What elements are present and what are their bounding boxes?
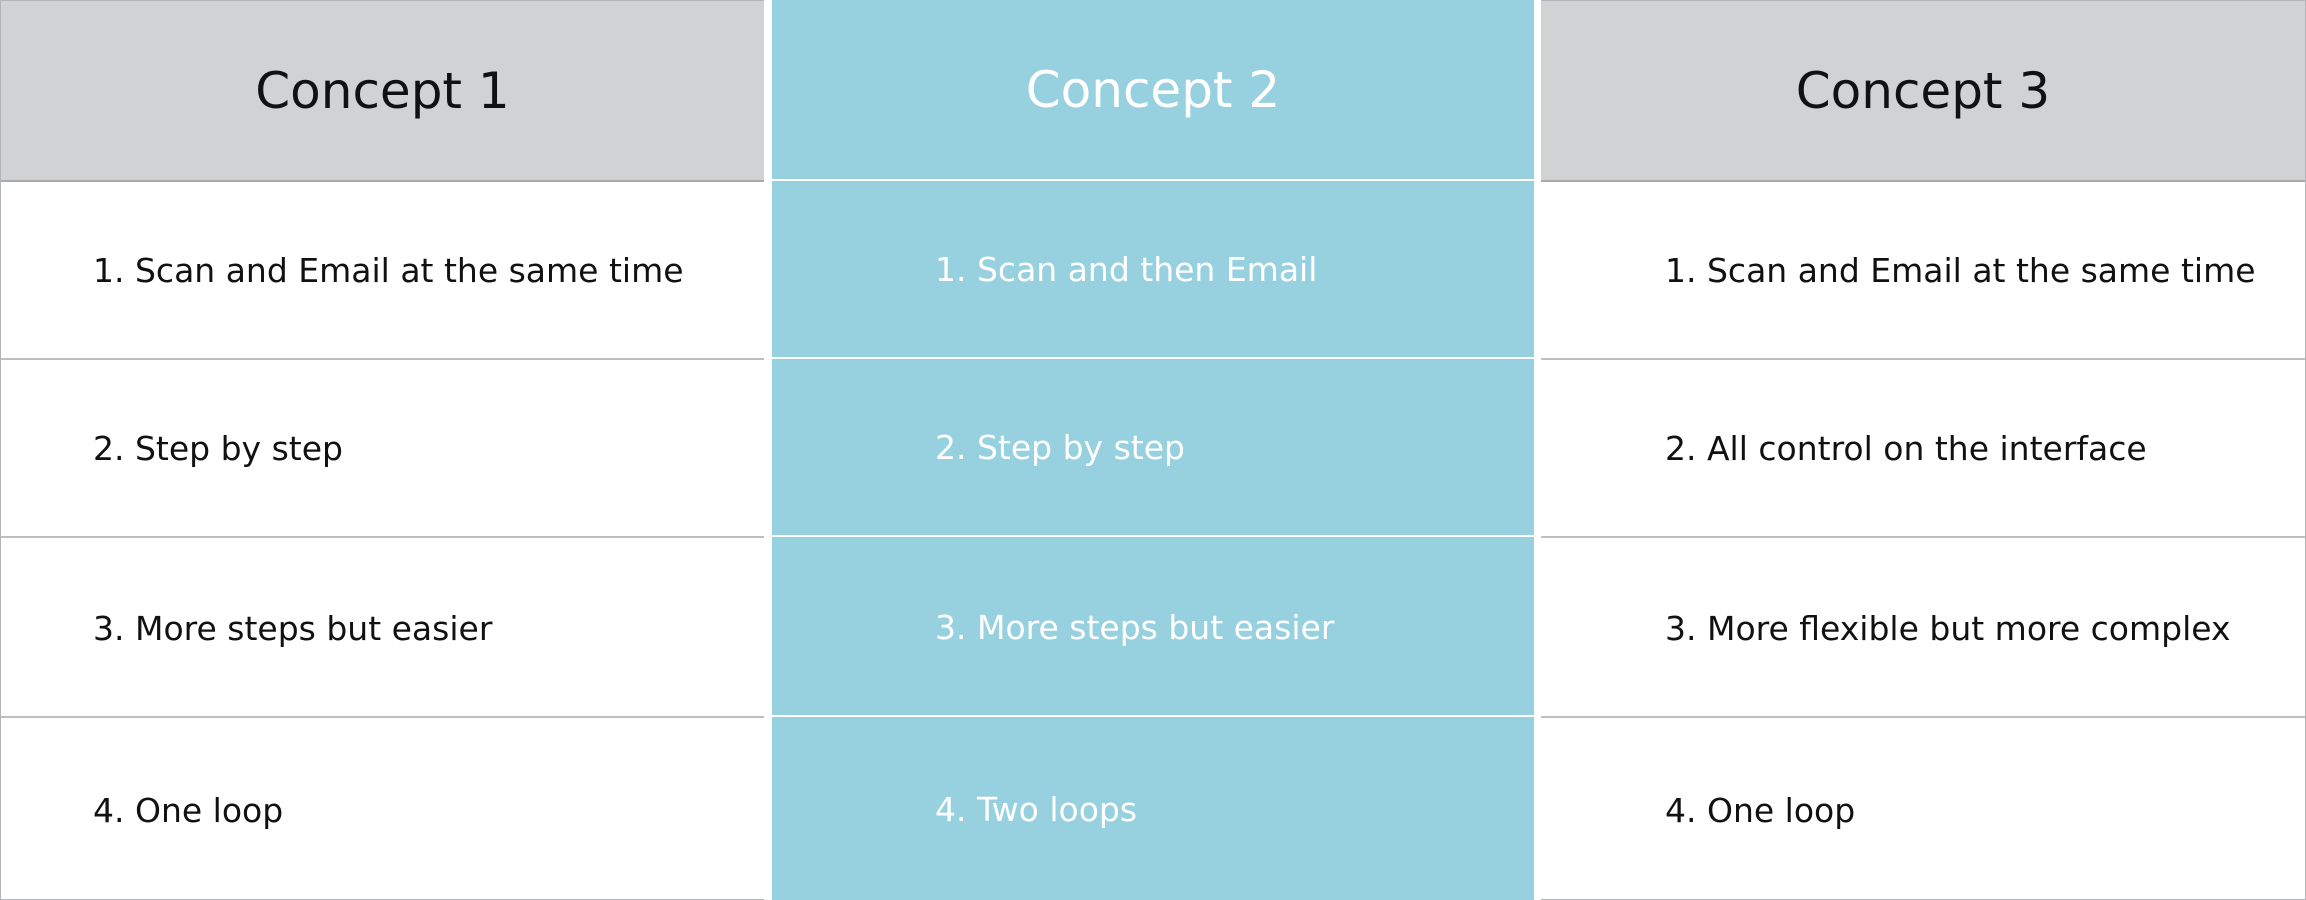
concept-2-item-3: 3. More steps but easier — [772, 539, 1534, 717]
concept-1-item-2-text: 2. Step by step — [93, 428, 343, 468]
concept-2-column: Concept 2 1. Scan and then Email 2. Step… — [772, 0, 1534, 900]
concept-2-item-2-text: 2. Step by step — [935, 427, 1185, 467]
concept-2-item-2: 2. Step by step — [772, 359, 1534, 537]
concept-3-item-2-text: 2. All control on the interface — [1665, 428, 2147, 468]
concept-2-item-1-text: 1. Scan and then Email — [935, 249, 1318, 289]
concept-2-item-4-text: 4. Two loops — [935, 789, 1138, 829]
concept-1-item-3: 3. More steps but easier — [1, 540, 764, 718]
concept-2-title: Concept 2 — [1025, 60, 1281, 119]
concept-1-item-4: 4. One loop — [1, 720, 764, 900]
concept-1-title: Concept 1 — [255, 61, 510, 120]
concept-3-item-2: 2. All control on the interface — [1541, 360, 2305, 538]
concept-3-item-1-text: 1. Scan and Email at the same time — [1665, 250, 2256, 290]
concept-2-item-4: 4. Two loops — [772, 719, 1534, 899]
concept-3-item-3: 3. More flexible but more complex — [1541, 540, 2305, 718]
concept-3-column: Concept 3 1. Scan and Email at the same … — [1541, 0, 2306, 900]
concept-3-item-4-text: 4. One loop — [1665, 790, 1856, 830]
concept-3-title: Concept 3 — [1795, 61, 2051, 120]
concept-1-item-1-text: 1. Scan and Email at the same time — [93, 250, 684, 290]
concept-3-header: Concept 3 — [1541, 1, 2305, 182]
concept-1-item-4-text: 4. One loop — [93, 790, 284, 830]
concept-1-item-3-text: 3. More steps but easier — [93, 608, 493, 648]
concept-1-column: Concept 1 1. Scan and Email at the same … — [0, 0, 764, 900]
concept-3-item-3-text: 3. More flexible but more complex — [1665, 608, 2231, 648]
concept-1-item-2: 2. Step by step — [1, 360, 764, 538]
concept-2-item-3-text: 3. More steps but easier — [935, 607, 1335, 647]
concept-3-item-4: 4. One loop — [1541, 720, 2305, 900]
concept-1-item-1: 1. Scan and Email at the same time — [1, 182, 764, 360]
concept-1-header: Concept 1 — [1, 1, 764, 182]
concept-3-item-1: 1. Scan and Email at the same time — [1541, 182, 2305, 360]
concept-2-item-1: 1. Scan and then Email — [772, 181, 1534, 359]
concept-2-header: Concept 2 — [772, 0, 1534, 181]
